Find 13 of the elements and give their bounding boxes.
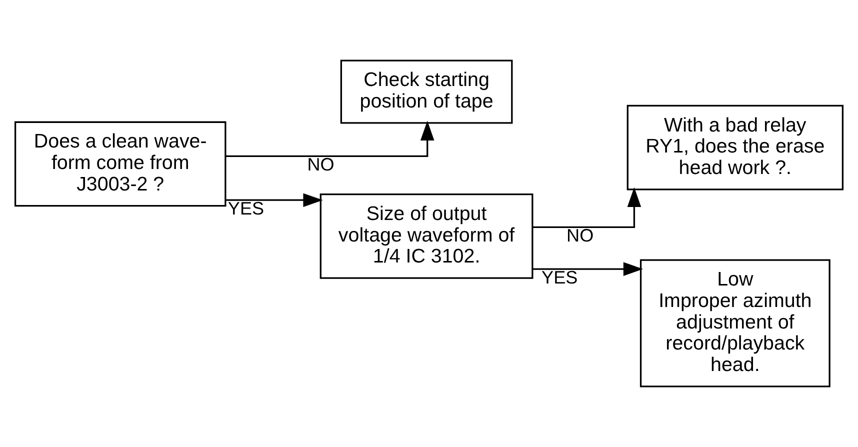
node-box: Size of output voltage waveform of 1/4 IC 3102.	[320, 194, 534, 279]
arrow	[226, 120, 434, 157]
node-box: Does a clean wave- form come from J3003-2 ?	[14, 121, 226, 207]
edge-label: YES	[228, 198, 264, 219]
node-box: Low Improper azimuth adjustment of record/playback head.	[640, 259, 830, 388]
edge-label: NO	[566, 226, 594, 246]
arrow	[532, 187, 642, 228]
node-box: Check starting position of tape	[340, 60, 513, 124]
arrow	[226, 193, 323, 207]
edge-label: NO	[307, 154, 334, 175]
edge-label: YES	[542, 268, 578, 288]
node-box: With a bad relay RY1, does the erase head work ?.	[626, 104, 844, 190]
arrow	[532, 262, 644, 276]
